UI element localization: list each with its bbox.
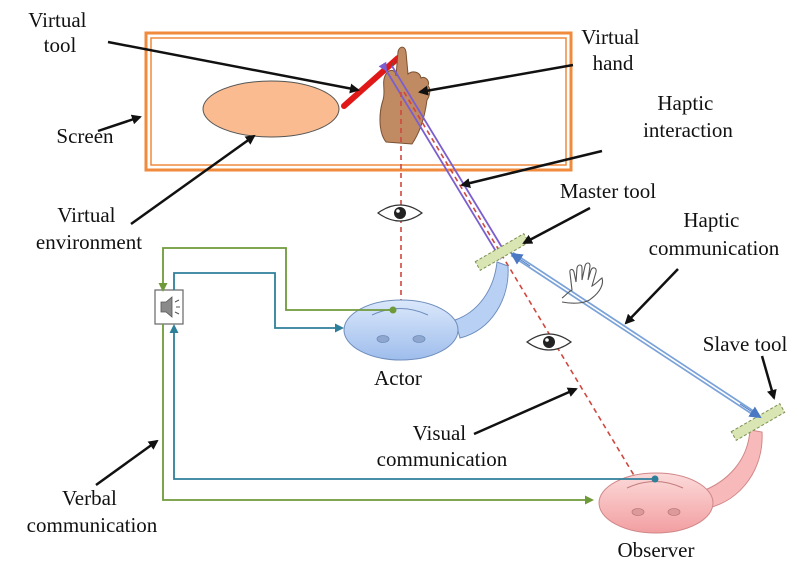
- screen-frame: [144, 31, 573, 172]
- eye-icon: [525, 333, 573, 351]
- label-virtual-environment: Virtual environment: [36, 203, 142, 254]
- actor-figure: [343, 261, 509, 361]
- speaker-icon: [154, 289, 184, 325]
- label-verbal-communication: Verbal communication: [27, 486, 158, 537]
- label-virtual-tool: Virtual tool: [28, 8, 91, 57]
- haptic-communication-line: [510, 251, 762, 419]
- verbal-line-green: [158, 247, 594, 505]
- label-slave-tool: Slave tool: [703, 332, 788, 356]
- label-pointer-arrows: [95, 40, 777, 487]
- label-haptic-communication: Haptic communication: [649, 208, 780, 260]
- label-actor: Actor: [374, 366, 422, 390]
- verbal-line-teal: [169, 272, 659, 483]
- haptic-interaction-line: [378, 61, 507, 260]
- hand-wave-icon: [561, 262, 604, 304]
- label-master-tool: Master tool: [560, 179, 656, 203]
- label-visual-communication: Visual communication: [377, 421, 508, 471]
- label-screen: Screen: [56, 124, 114, 148]
- label-observer: Observer: [618, 538, 695, 562]
- visual-line-observer: [403, 91, 658, 514]
- eye-icon: [376, 204, 424, 222]
- virtual-environment-ellipse: [202, 80, 340, 138]
- label-virtual-hand: Virtual hand: [581, 25, 644, 75]
- label-haptic-interaction: Haptic interaction: [643, 91, 733, 142]
- observer-figure: [598, 429, 763, 534]
